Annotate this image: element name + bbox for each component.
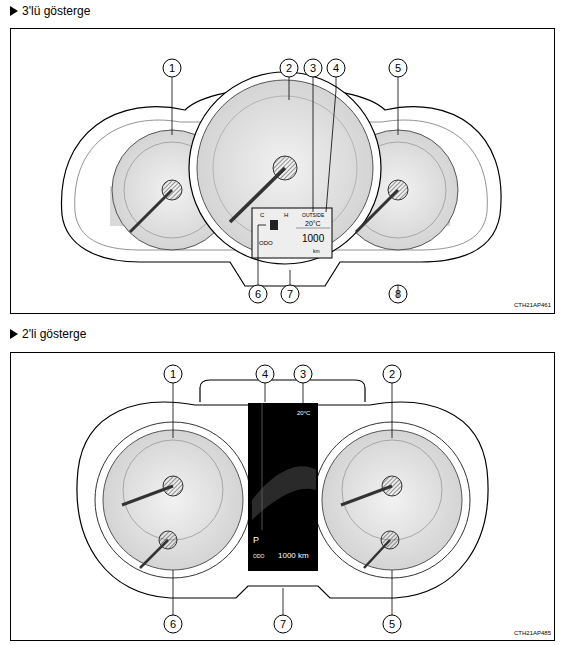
callout-number: 1 <box>170 369 176 380</box>
display-text: OUTSIDE <box>302 213 324 218</box>
section-heading: 3'lü gösterge <box>22 5 90 17</box>
callout-number: 4 <box>333 63 339 74</box>
callout-number: 6 <box>255 289 261 300</box>
callout-number: 3 <box>310 63 316 74</box>
display-text: 1000 km <box>278 552 309 560</box>
callout-number: 5 <box>389 619 395 630</box>
gauge-mark: H <box>284 212 288 218</box>
display-text: ODO <box>253 554 264 559</box>
callout-number: 7 <box>287 289 293 300</box>
display-text: 1000 <box>302 234 324 244</box>
figure-id: CTH21AP485 <box>514 630 551 636</box>
display-text: 20°C <box>297 410 310 416</box>
display-text: km <box>313 249 320 254</box>
two-gauge-cluster <box>77 365 488 633</box>
display-text: 20°C <box>305 220 321 227</box>
callout-number: 7 <box>280 619 286 630</box>
heading-arrow <box>10 329 18 339</box>
heading-arrow <box>10 6 18 16</box>
display-text: P <box>253 536 259 545</box>
callout-number: 3 <box>300 369 306 380</box>
section-heading: 2'li gösterge <box>22 328 86 340</box>
three-gauge-cluster <box>61 59 501 303</box>
callout-number: 4 <box>262 369 268 380</box>
callout-number: 1 <box>169 63 175 74</box>
figure-id: CTH21AP461 <box>514 302 551 308</box>
callout-number: 6 <box>170 619 176 630</box>
callout-number: 8 <box>395 289 401 300</box>
display-text: ODO <box>259 240 273 246</box>
callout-number: 5 <box>395 63 401 74</box>
callout-number: 2 <box>286 63 292 74</box>
figure-frame <box>11 353 555 641</box>
figure-frame <box>11 29 555 314</box>
gauge-mark: C <box>260 212 264 218</box>
callout-number: 2 <box>389 369 395 380</box>
